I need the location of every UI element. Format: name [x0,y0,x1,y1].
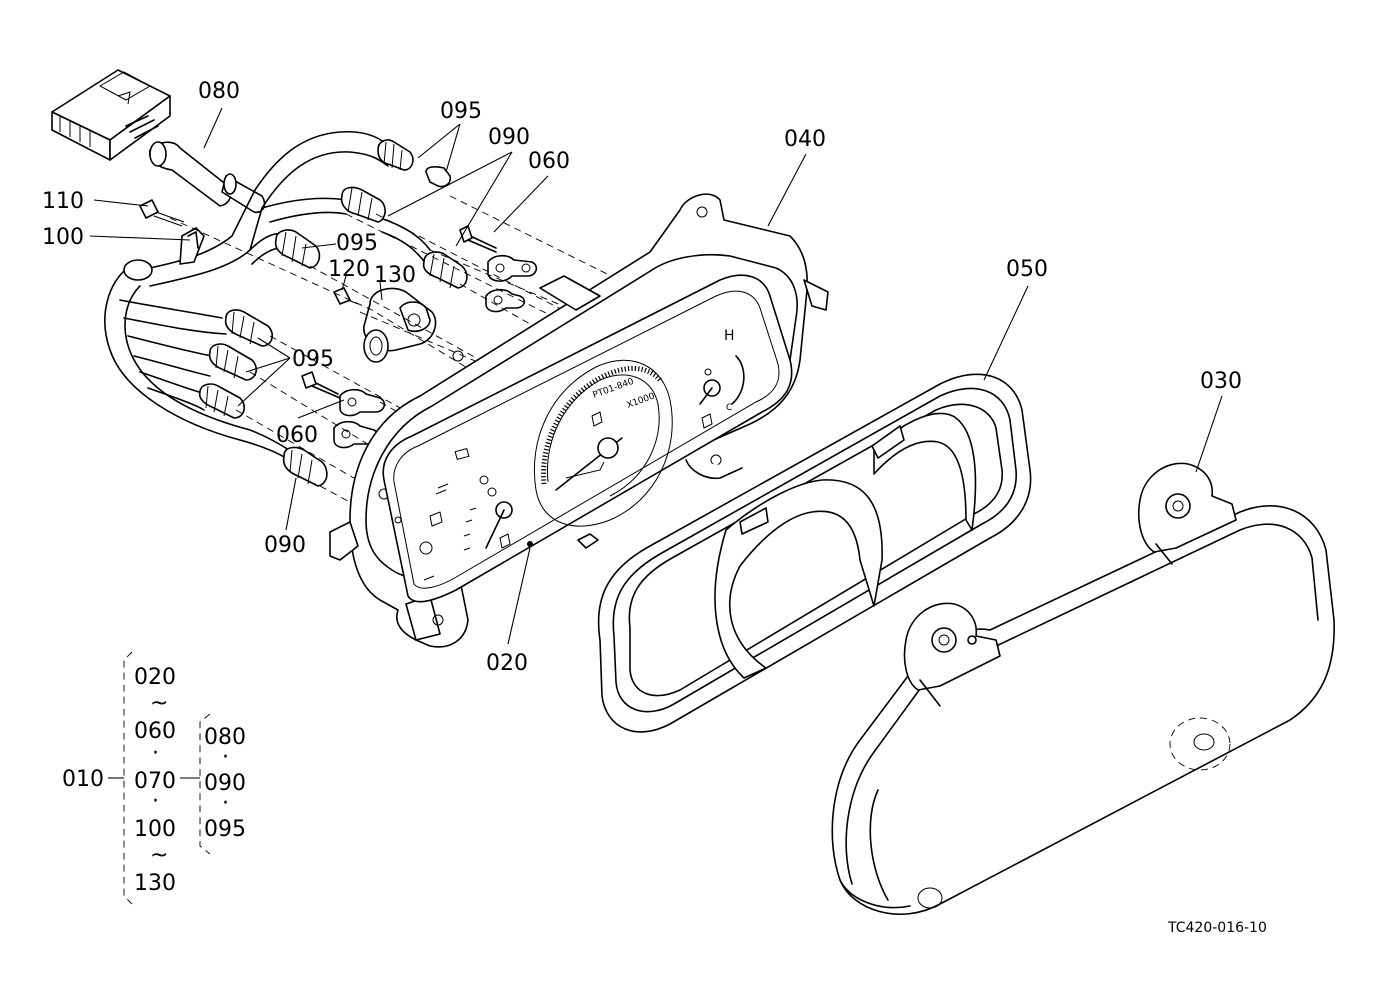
assembly-col1-7: ~ [150,843,168,868]
indicator-dot [527,541,533,547]
label-095-low: 095 [292,347,334,372]
assembly-col1-1: ~ [150,691,168,716]
bulb-socket-090-right [422,251,468,289]
assembly-col2-0: 080 [204,725,246,750]
screw-060-top [459,225,497,253]
label-060-top: 060 [528,149,570,174]
assembly-col2-2: 090 [204,771,246,796]
contact-060-low [333,388,386,449]
part-labels: 080 095 090 060 040 110 100 095 120 130 … [42,79,1242,676]
assembly-key: 010 020 ~ 060 · 070 · 100 ~ 130 080 · 09… [62,651,246,905]
bulb-socket-095-low-b [208,343,258,381]
assembly-col1-3: · [152,741,159,766]
assembly-col1-5: · [152,789,159,814]
label-095-top: 095 [440,99,482,124]
label-090-top: 090 [488,125,530,150]
label-020: 020 [486,651,528,676]
rear-cover-030 [831,462,1335,916]
bulb-socket-095-low-c [198,383,246,419]
label-120: 120 [328,257,370,282]
assembly-col1-6: 100 [134,817,176,842]
bulb-socket-095-low-a [224,309,274,347]
fuel-gauge [463,501,533,551]
assembly-col1-0: 020 [134,665,176,690]
label-095-mid: 095 [336,231,378,256]
buzzer-130 [363,287,437,363]
wiring-harness [104,130,431,459]
bulb-socket-090-top [340,186,386,223]
label-040: 040 [784,127,826,152]
label-050: 050 [1006,257,1048,282]
bulb-095-top [425,166,452,188]
label-110: 110 [42,189,84,214]
label-100: 100 [42,225,84,250]
drawing-code: TC420-016-10 [1167,920,1267,936]
screw-060-low [301,371,341,399]
connector-080 [51,69,171,161]
temp-cold-label: C [726,403,732,413]
assembly-col1-2: 060 [134,719,176,744]
label-090-low: 090 [264,533,306,558]
assembly-col2-1: · [222,745,229,770]
bezel-050 [597,373,1032,733]
assembly-col1-8: 130 [134,871,176,896]
screw-110 [139,199,185,227]
bulb-socket-095-top [377,139,414,171]
temp-high-label: H [724,328,735,344]
label-130: 130 [374,263,416,288]
label-080: 080 [198,79,240,104]
leader-lines [89,107,1223,645]
temperature-gauge: H C [699,328,745,429]
bulb-socket-090-low [282,446,328,487]
harness-sleeve-080 [148,141,266,214]
assembly-col1-4: 070 [134,769,176,794]
label-060-low: 060 [276,423,318,448]
assembly-col2-4: 095 [204,817,246,842]
assembly-col2-3: · [222,791,229,816]
contact-060-top [485,254,538,313]
clip-100 [187,231,199,249]
assembly-main-label: 010 [62,767,104,792]
warning-lamp-icons [394,447,497,581]
bulb-socket-095-mid [274,229,321,269]
label-030: 030 [1200,369,1242,394]
gauge-panel-020: PT01-840 X1000 H C [382,274,793,603]
